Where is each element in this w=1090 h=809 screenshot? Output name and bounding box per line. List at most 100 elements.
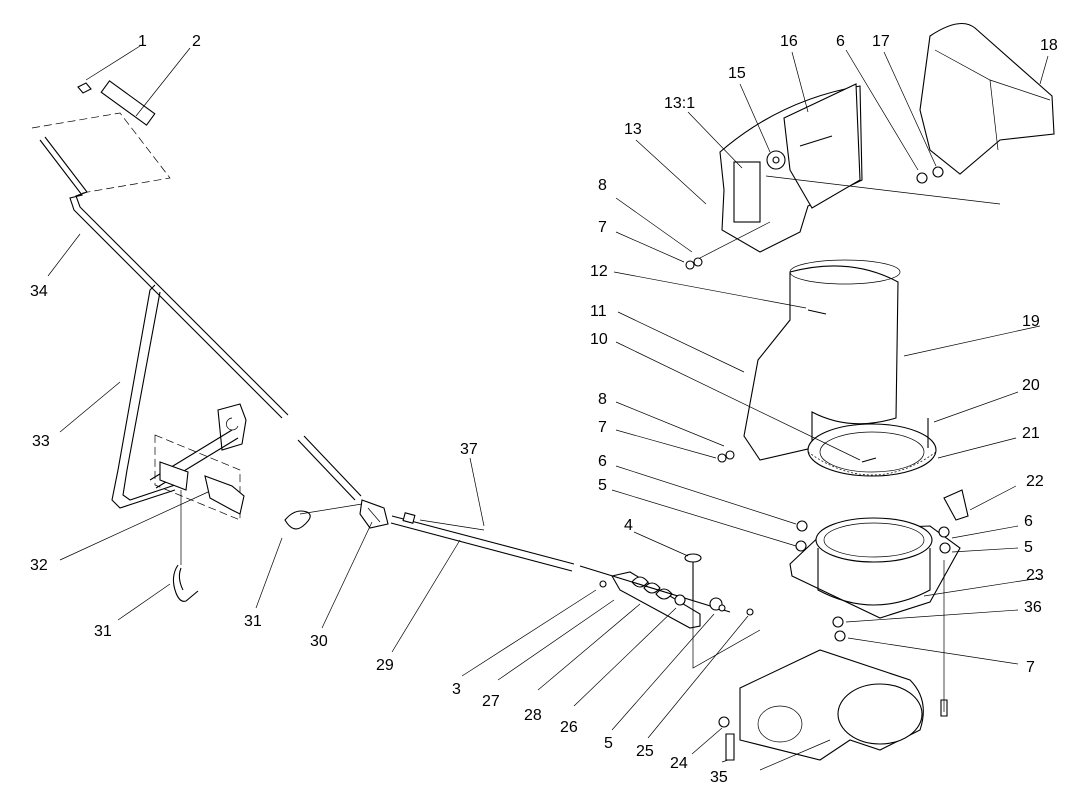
- washer-5-right: [939, 542, 951, 554]
- leader-6a: [615, 465, 797, 525]
- leader-33: [59, 381, 121, 433]
- housing-guide: [759, 739, 831, 771]
- leader-32: [59, 491, 209, 561]
- leader-20: [933, 391, 1019, 423]
- callout-31b: 31: [244, 613, 262, 630]
- lower-chute: [743, 265, 899, 461]
- leader-8a: [615, 197, 693, 253]
- callout-18: 18: [1040, 37, 1058, 54]
- leader-22: [969, 485, 1017, 511]
- crank-handle-assembly: [31, 80, 362, 602]
- discharge-chute-assembly: [685, 22, 1055, 771]
- leader-17: [883, 51, 937, 167]
- callout-24: 24: [670, 755, 688, 772]
- callout-15: 15: [728, 65, 746, 82]
- linkage-assembly: [284, 499, 761, 669]
- knob: [77, 82, 92, 94]
- handle-grip: [100, 80, 156, 126]
- leader-23: [923, 577, 1041, 597]
- leader-7a: [615, 231, 685, 263]
- mount-guide: [154, 434, 241, 521]
- pin-25: [746, 608, 754, 616]
- worm-gear-a: [631, 576, 649, 588]
- callout-37: 37: [460, 441, 478, 458]
- crank-rod: [39, 139, 283, 419]
- auger-outlet: [837, 683, 923, 745]
- base-collar-wall: [817, 548, 931, 606]
- deflector-plate: [783, 83, 861, 209]
- callout-29: 29: [376, 657, 394, 674]
- pivot-washer-hole: [772, 156, 780, 164]
- callout-6c: 6: [1024, 513, 1033, 530]
- base-collar: [815, 517, 933, 563]
- universal-joint: [359, 499, 389, 529]
- callout-33: 33: [32, 433, 50, 450]
- gear-bracket: [611, 571, 701, 629]
- clip-guide: [299, 503, 363, 515]
- key-guide: [419, 519, 485, 531]
- callout-6a: 6: [598, 453, 607, 470]
- leader-7c: [847, 637, 1019, 665]
- washer-8-lower: [725, 450, 735, 460]
- callout-13: 13: [624, 121, 642, 138]
- callout-21: 21: [1022, 425, 1040, 442]
- bolt-12: [807, 309, 827, 315]
- callout-10: 10: [590, 331, 608, 348]
- u-joint-cross: [367, 507, 381, 523]
- leader-34: [47, 233, 81, 277]
- leader-lines: [47, 45, 1049, 763]
- ring-gear-inner: [819, 431, 925, 473]
- leader-18: [1039, 55, 1049, 85]
- leader-7b: [615, 429, 717, 459]
- nut-7-bottom: [834, 630, 846, 642]
- callout-19: 19: [1022, 313, 1040, 330]
- pivot-guide: [765, 175, 1001, 205]
- leader-15: [739, 83, 771, 153]
- leader-5c: [611, 613, 715, 731]
- housing-port: [757, 705, 803, 743]
- clip-22: [943, 489, 969, 521]
- lower-chute-rim: [789, 259, 901, 285]
- nut-6-cap: [916, 172, 928, 184]
- leader-11: [617, 311, 745, 373]
- washer-shaft: [674, 594, 686, 606]
- leader-2: [135, 47, 191, 117]
- leader-36: [845, 609, 1019, 623]
- nut-6-left: [796, 520, 808, 532]
- callout-27: 27: [482, 693, 500, 710]
- callout-1: 1: [138, 33, 147, 50]
- nut-guide-upper: [695, 221, 771, 261]
- callout-16: 16: [780, 33, 798, 50]
- base-collar-inner: [823, 522, 925, 558]
- washer-8-upper: [693, 257, 703, 267]
- callout-25: 25: [636, 743, 654, 760]
- callout-34: 34: [30, 283, 48, 300]
- nut-7-upper: [685, 260, 695, 270]
- leader-31b: [255, 537, 283, 609]
- leader-21: [937, 437, 1017, 459]
- slotted-plate: [217, 403, 247, 451]
- support-bracket-inner: [122, 291, 179, 501]
- link-rod-edge: [390, 522, 573, 572]
- hairpin-clip-lower: [172, 564, 199, 602]
- leader-26: [573, 607, 677, 707]
- pivot-bolt: [799, 135, 833, 147]
- callout-7b: 7: [598, 419, 607, 436]
- leader-6c: [951, 525, 1019, 539]
- leader-19: [903, 325, 1041, 357]
- callout-7c: 7: [1026, 659, 1035, 676]
- washer-5-hole: [718, 604, 726, 612]
- carriage-bolt-head: [684, 553, 702, 563]
- support-bracket: [111, 284, 176, 509]
- bolt-10: [861, 457, 877, 463]
- callout-8b: 8: [598, 391, 607, 408]
- leader-24: [691, 727, 723, 755]
- leader-25: [647, 615, 749, 739]
- callout-22: 22: [1026, 473, 1044, 490]
- link-rod: [391, 515, 575, 565]
- lower-rod-edge: [303, 435, 362, 497]
- hairpin-clip-lower-inner: [178, 567, 184, 591]
- washer-5-left: [795, 540, 807, 552]
- carriage-bolt-base: [940, 699, 948, 717]
